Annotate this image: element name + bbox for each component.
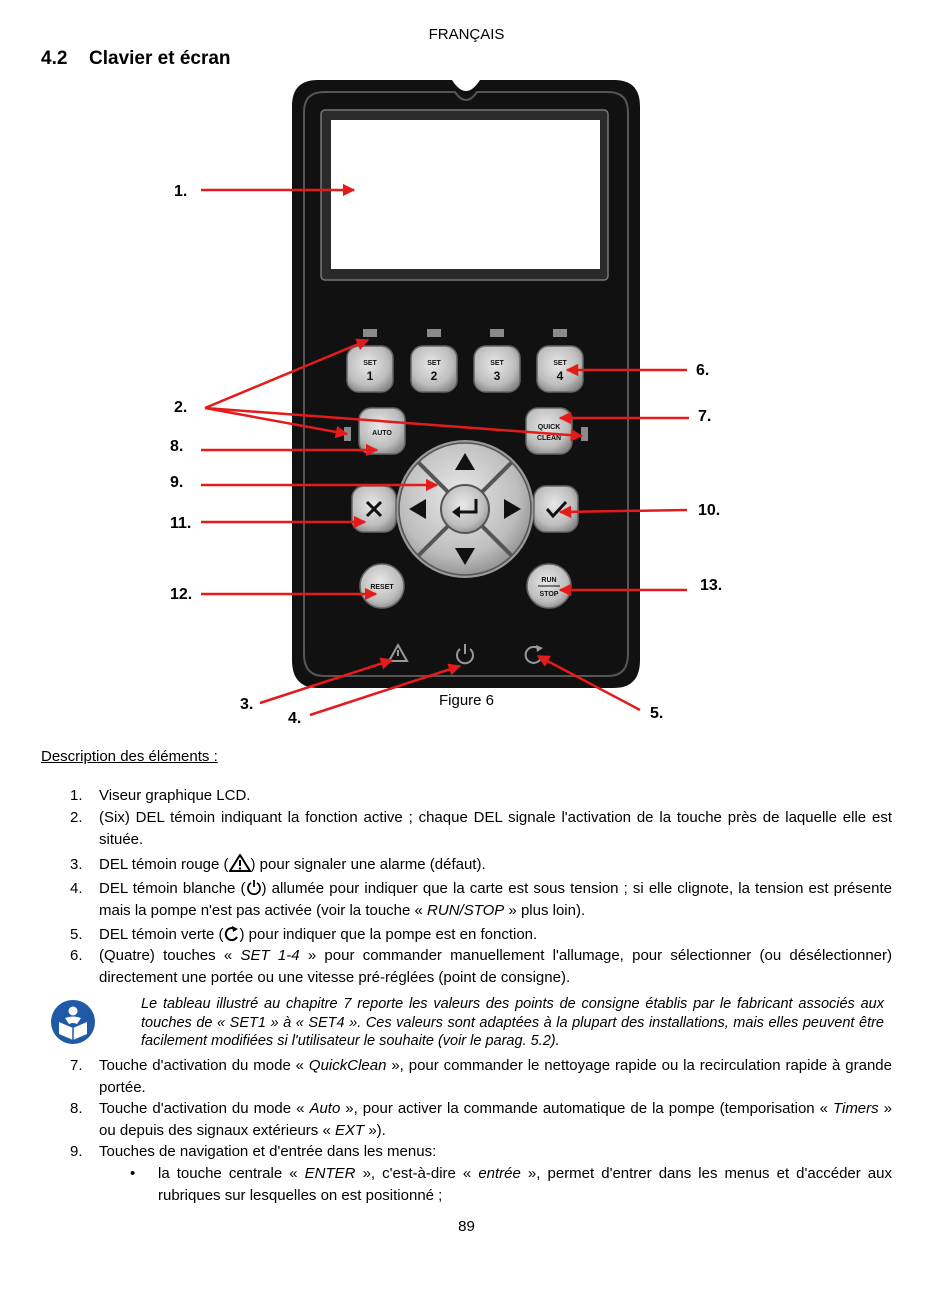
section-number: 4.2	[41, 48, 68, 69]
callout-4: 4.	[288, 710, 301, 727]
callout-3: 3.	[240, 696, 253, 713]
nav-down-icon[interactable]	[455, 548, 475, 565]
keypad-panel-border	[303, 91, 629, 677]
set-2-button[interactable]: SET 2	[410, 345, 458, 393]
nav-left-icon[interactable]	[409, 499, 426, 519]
set-3-button[interactable]: SET 3	[473, 345, 521, 393]
set-3-label: SET	[490, 360, 504, 367]
auto-button[interactable]: AUTO	[358, 407, 406, 455]
manual-reading-icon	[51, 1000, 95, 1044]
navigation-pad	[396, 440, 534, 578]
arrow-3	[259, 657, 394, 705]
warning-icon	[228, 854, 251, 872]
lcd-screen	[331, 120, 600, 269]
callout-8: 8.	[170, 438, 183, 455]
auto-label: AUTO	[372, 430, 392, 437]
confirm-button[interactable]	[533, 485, 579, 533]
set-1-label: SET	[363, 360, 377, 367]
section-title: 4.2 Clavier et écran	[41, 48, 231, 70]
callout-6: 6.	[696, 362, 709, 379]
enter-button[interactable]	[440, 484, 490, 534]
callout-2: 2.	[174, 399, 187, 416]
nav-right-icon[interactable]	[504, 499, 521, 519]
led-set-4	[553, 329, 567, 337]
callout-7: 7.	[698, 408, 711, 425]
set-2-number: 2	[431, 369, 438, 383]
figure-caption: Figure 6	[438, 692, 495, 709]
arrow-2b	[204, 406, 349, 439]
callout-13: 13.	[700, 577, 722, 594]
arrow-2a	[204, 338, 370, 410]
power-icon	[246, 880, 261, 896]
keypad-figure: SET 1 SET 2 SET 3 SET 4 AUTO QUICK CLEAN	[170, 80, 722, 727]
set-3-number: 3	[494, 369, 501, 383]
nav-up-icon[interactable]	[455, 453, 475, 470]
set-4-button[interactable]: SET 4	[536, 345, 584, 393]
description-title: Description des éléments :	[41, 748, 218, 765]
set-2-label: SET	[427, 360, 441, 367]
section-title-text: Clavier et écran	[89, 48, 231, 69]
power-led-icon	[456, 644, 474, 665]
led-set-2	[427, 329, 441, 337]
led-set-1	[363, 329, 377, 337]
bullet-symbol: •	[130, 1165, 136, 1182]
close-icon	[365, 500, 383, 518]
run-label: RUN	[541, 577, 556, 584]
callout-12: 12.	[170, 586, 192, 603]
reset-label: RESET	[370, 584, 394, 591]
callout-11: 11.	[170, 515, 191, 532]
warning-led-icon	[387, 642, 409, 662]
callout-10: 10.	[698, 502, 720, 519]
callout-5: 5.	[650, 705, 663, 722]
page-number: 89	[458, 1218, 475, 1235]
arrow-10	[558, 505, 688, 519]
note-text: Le tableau illustré au chapitre 7 report…	[141, 996, 884, 1049]
set-1-number: 1	[367, 369, 374, 383]
callout-arrows	[201, 183, 689, 717]
refresh-icon	[224, 926, 238, 942]
clean-label: CLEAN	[537, 435, 561, 442]
callout-1: 1.	[174, 183, 187, 200]
set-4-number: 4	[557, 369, 564, 383]
callout-labels: 1. 2. 3. 4. 5. 6. 7. 8. 9. 10. 11. 12. 1…	[170, 183, 722, 727]
arrow-5	[536, 654, 641, 712]
quick-label: QUICK	[538, 424, 561, 431]
set-1-button[interactable]: SET 1	[346, 345, 394, 393]
led-set-3	[490, 329, 504, 337]
set-4-label: SET	[553, 360, 567, 367]
quick-clean-button[interactable]: QUICK CLEAN	[525, 407, 573, 455]
stop-label: STOP	[540, 591, 559, 598]
enter-icon	[457, 499, 478, 514]
run-stop-button[interactable]: RUN STOP	[526, 563, 572, 609]
led-quick-clean	[581, 427, 588, 441]
reset-button[interactable]: RESET	[359, 563, 405, 609]
arrow-2c	[204, 406, 584, 442]
page-header-language: FRANÇAIS	[428, 26, 505, 43]
cancel-button[interactable]	[351, 485, 397, 533]
callout-9: 9.	[170, 474, 183, 491]
arrow-4	[309, 663, 462, 717]
